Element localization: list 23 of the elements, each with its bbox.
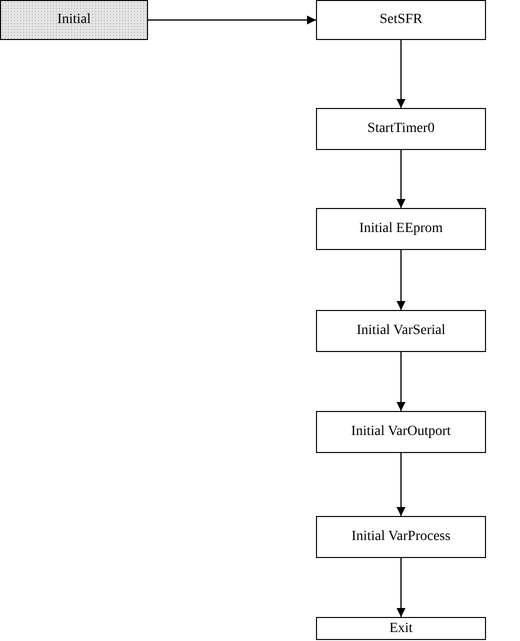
arrow — [148, 16, 316, 24]
process-box — [316, 108, 486, 150]
arrow — [396, 453, 406, 516]
box-label: Initial VarProcess — [352, 529, 450, 545]
arrow — [396, 250, 406, 310]
process-box — [316, 516, 486, 558]
box-label: Initial EEprom — [359, 221, 443, 237]
box-label: StartTimer0 — [367, 121, 435, 137]
box-label: Exit — [389, 620, 413, 636]
arrow — [396, 558, 406, 617]
box-label: Initial VarSerial — [356, 323, 446, 339]
arrow — [396, 352, 406, 411]
process-box — [316, 617, 486, 640]
process-box — [316, 208, 486, 250]
box-label: Initial VarOutport — [351, 424, 451, 440]
process-box — [316, 0, 486, 40]
arrow — [396, 150, 406, 208]
process-box — [316, 411, 486, 453]
process-box — [316, 310, 486, 352]
box-label: Initial — [57, 12, 91, 28]
box-label: SetSFR — [380, 12, 422, 28]
process-box — [0, 0, 148, 40]
arrow — [396, 40, 406, 108]
